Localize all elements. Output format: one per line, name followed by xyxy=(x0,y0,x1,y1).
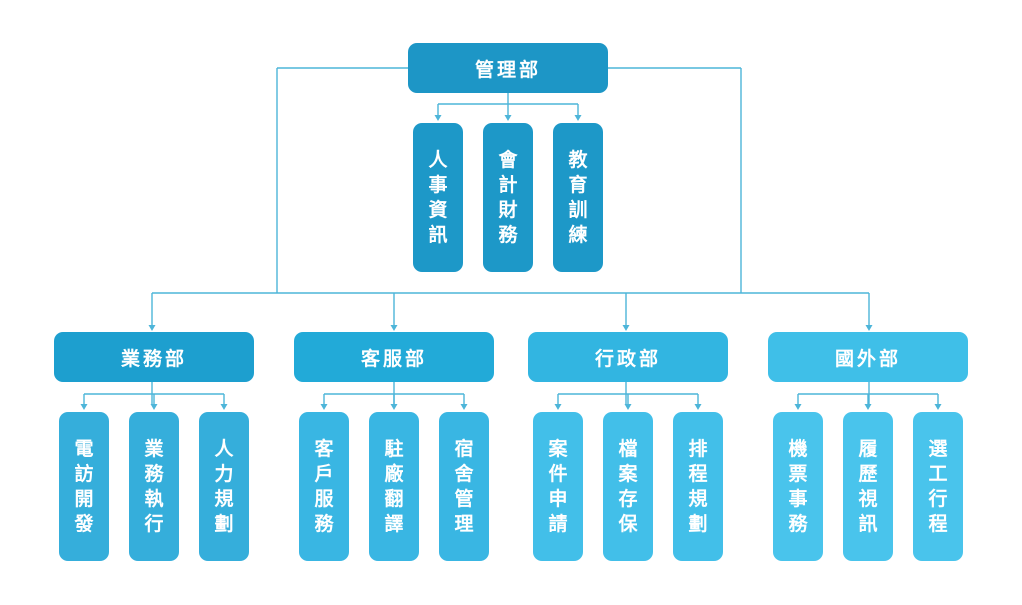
node-sales-child-3: 人力規劃 xyxy=(199,412,249,561)
arrow-head-icon xyxy=(622,325,630,331)
node-label: 選工行程 xyxy=(928,437,948,535)
node-label: 排程規劃 xyxy=(688,437,708,535)
arrow-head-icon xyxy=(504,115,512,121)
node-sales-child-1: 電訪開發 xyxy=(59,412,109,561)
arrow-head-icon xyxy=(460,404,468,410)
node-label: 電訪開發 xyxy=(74,437,94,535)
node-label: 業務部 xyxy=(120,347,187,370)
arrow-head-icon xyxy=(694,404,702,410)
node-label: 行政部 xyxy=(594,347,661,370)
arrow-head-icon xyxy=(390,404,398,410)
node-customer-service-dept: 客服部 xyxy=(294,332,494,382)
node-sales-dept: 業務部 xyxy=(54,332,254,382)
node-label: 案件申請 xyxy=(548,437,568,535)
arrow-head-icon xyxy=(434,115,442,121)
node-label: 宿舍管理 xyxy=(454,437,474,535)
arrow-head-icon xyxy=(865,325,873,331)
arrow-head-icon xyxy=(794,404,802,410)
node-overseas-child-2: 履歷視訊 xyxy=(843,412,893,561)
node-label: 客服部 xyxy=(360,347,427,370)
node-accounting: 會計財務 xyxy=(483,123,533,272)
node-label: 人事資訊 xyxy=(428,148,448,246)
arrow-head-icon xyxy=(220,404,228,410)
node-label: 管理部 xyxy=(474,58,541,81)
node-sales-child-2: 業務執行 xyxy=(129,412,179,561)
node-label: 教育訓練 xyxy=(568,148,588,246)
node-overseas-dept: 國外部 xyxy=(768,332,968,382)
node-cs-child-2: 駐廠翻譯 xyxy=(369,412,419,561)
node-label: 駐廠翻譯 xyxy=(384,437,404,535)
node-label: 會計財務 xyxy=(498,148,518,246)
node-cs-child-3: 宿舍管理 xyxy=(439,412,489,561)
node-label: 履歷視訊 xyxy=(858,437,878,535)
node-label: 機票事務 xyxy=(788,437,808,535)
node-admin-child-1: 案件申請 xyxy=(533,412,583,561)
node-overseas-child-3: 選工行程 xyxy=(913,412,963,561)
node-label: 業務執行 xyxy=(144,437,164,535)
node-label: 人力規劃 xyxy=(214,437,234,535)
node-cs-child-1: 客戶服務 xyxy=(299,412,349,561)
node-management-dept: 管理部 xyxy=(408,43,608,93)
node-training: 教育訓練 xyxy=(553,123,603,272)
arrow-head-icon xyxy=(320,404,328,410)
arrow-head-icon xyxy=(934,404,942,410)
arrow-head-icon xyxy=(150,404,158,410)
node-overseas-child-1: 機票事務 xyxy=(773,412,823,561)
node-label: 檔案存保 xyxy=(618,437,638,535)
arrow-head-icon xyxy=(864,404,872,410)
arrow-head-icon xyxy=(624,404,632,410)
node-admin-child-3: 排程規劃 xyxy=(673,412,723,561)
node-label: 客戶服務 xyxy=(314,437,334,535)
arrow-head-icon xyxy=(80,404,88,410)
arrow-head-icon xyxy=(554,404,562,410)
arrow-head-icon xyxy=(390,325,398,331)
arrow-head-icon xyxy=(148,325,156,331)
node-admin-child-2: 檔案存保 xyxy=(603,412,653,561)
node-hr-info: 人事資訊 xyxy=(413,123,463,272)
arrow-head-icon xyxy=(574,115,582,121)
node-admin-dept: 行政部 xyxy=(528,332,728,382)
node-label: 國外部 xyxy=(834,347,901,370)
